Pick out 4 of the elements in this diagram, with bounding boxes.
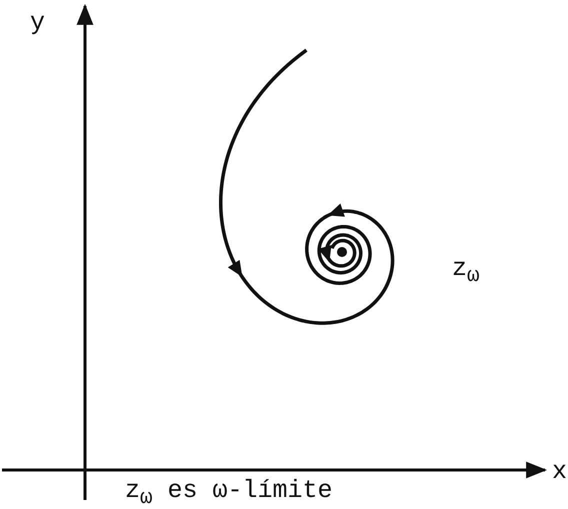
axis-label: x (552, 459, 568, 484)
axis-label: y (30, 10, 46, 35)
caption: z$_{ω}$ es ω-límite (125, 478, 333, 509)
point-label: z$_{ω}$ (452, 256, 480, 288)
